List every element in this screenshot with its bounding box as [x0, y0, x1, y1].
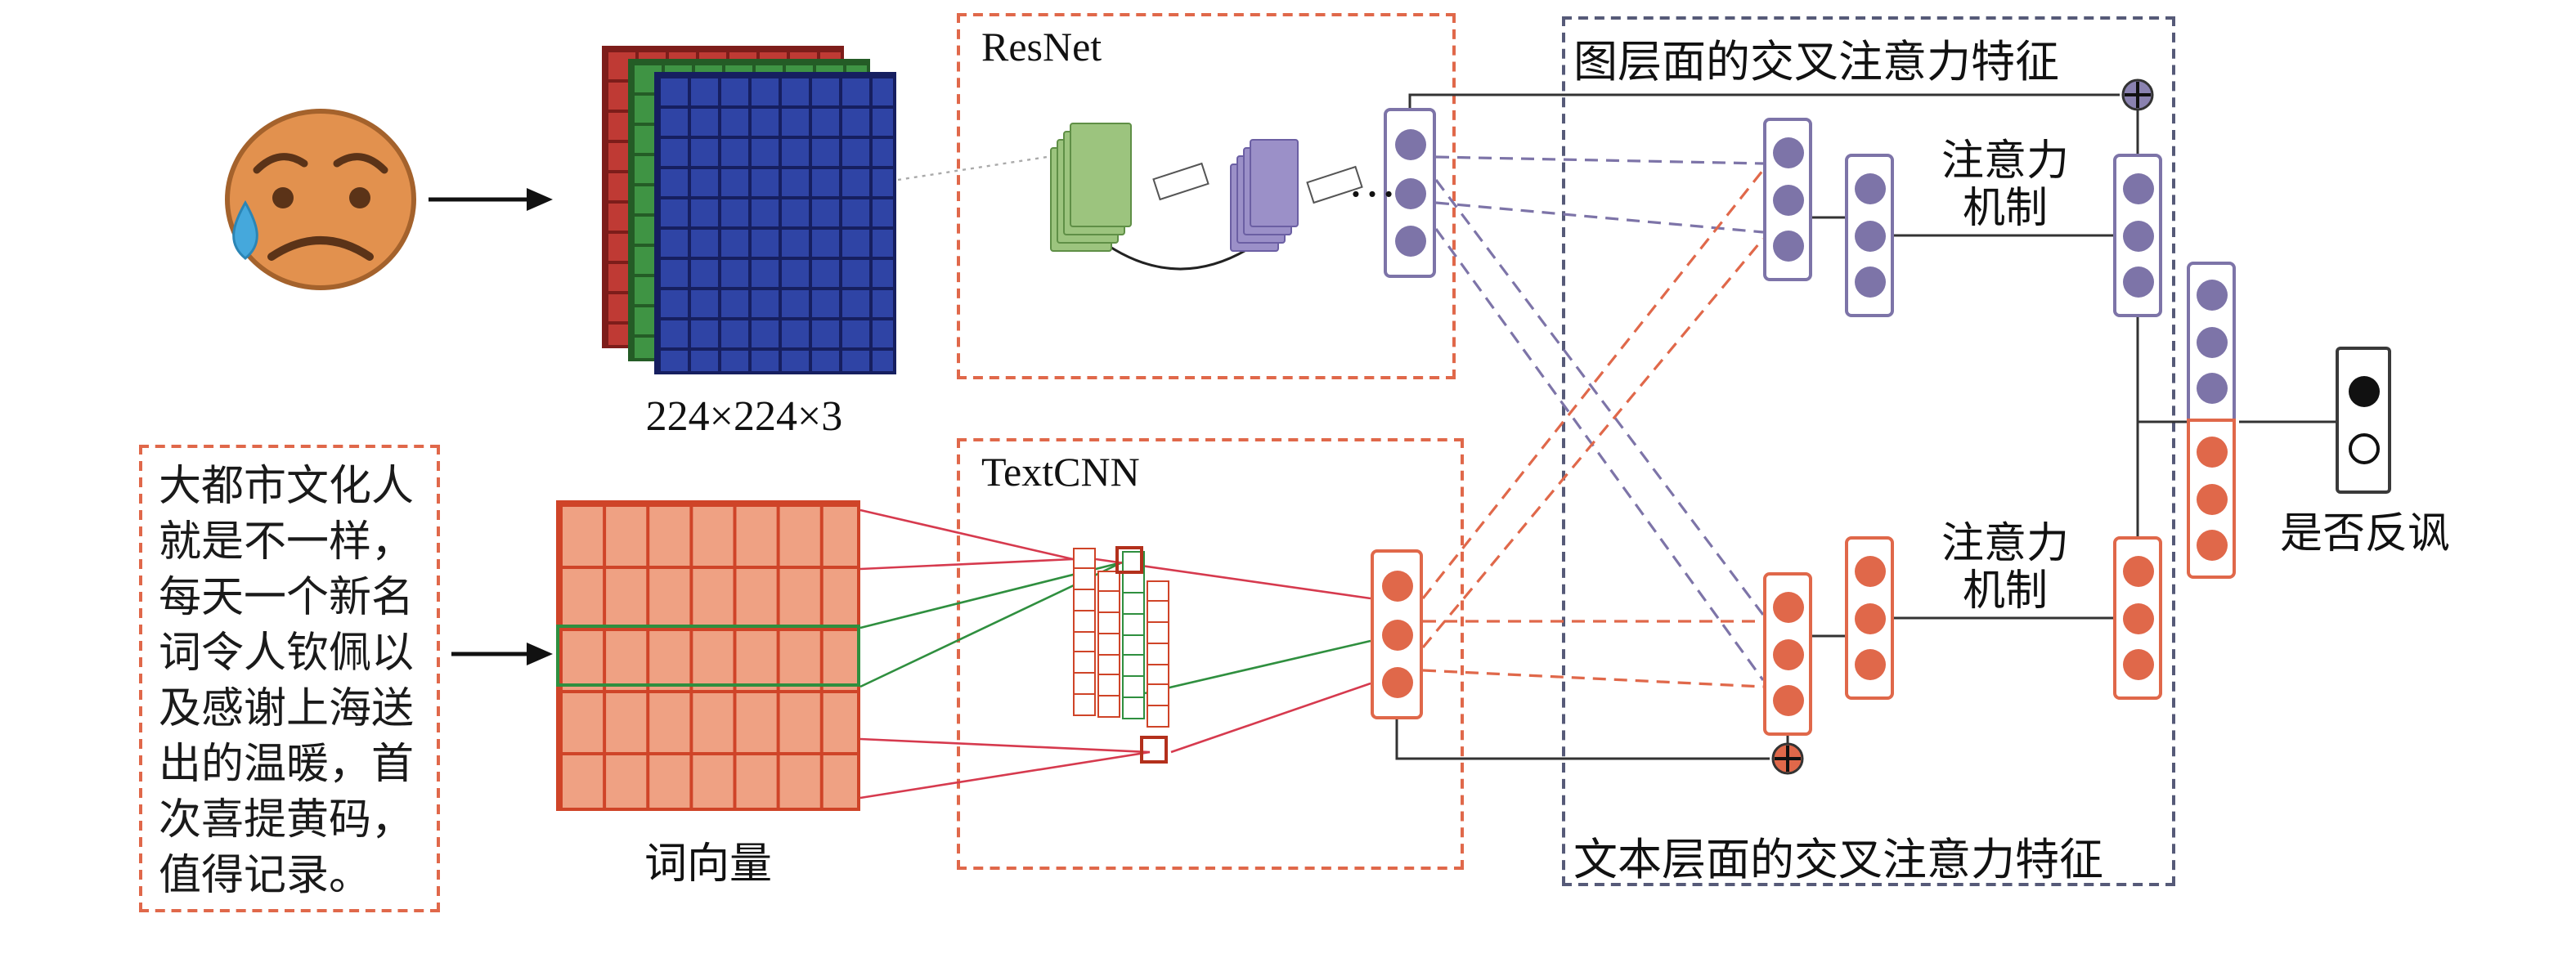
conv-kernel-cell — [1115, 546, 1143, 574]
feature-dot — [1854, 649, 1885, 681]
attention-label-text: 注意力 机制 — [1927, 520, 2084, 615]
image-attended-vector — [1845, 154, 1894, 317]
feature-dot — [2122, 555, 2153, 587]
resnet-title: ResNet — [981, 26, 1102, 70]
attention-label-line2: 机制 — [1962, 185, 2048, 232]
attention-label-line1: 注意力 — [1941, 520, 2069, 567]
conv-feature-column — [1097, 570, 1120, 718]
word-embedding-grid — [556, 500, 860, 811]
conv-layer — [1070, 123, 1132, 227]
feature-dot — [1854, 172, 1885, 204]
feature-dot — [1381, 667, 1412, 699]
text-line: 值得记录。 — [159, 852, 372, 899]
output-positive-dot — [2348, 376, 2379, 407]
feature-dot — [1772, 591, 1803, 623]
image-size-label: 224×224×3 — [645, 392, 843, 440]
feature-dot — [2196, 280, 2227, 311]
feature-dot — [1772, 231, 1803, 262]
rgb-channel-blue — [654, 72, 896, 374]
feature-dot — [2122, 172, 2153, 204]
crying-face-emoji — [225, 109, 416, 290]
conv-feature-column — [1147, 580, 1169, 728]
feature-dot — [1772, 638, 1803, 670]
text-attention-output-vector — [2113, 536, 2162, 700]
feature-dot — [2122, 649, 2153, 681]
feature-dot — [2122, 267, 2153, 298]
feature-dot — [1854, 555, 1885, 587]
attention-label-line1: 注意力 — [1941, 137, 2069, 185]
text-input-arrow — [451, 643, 553, 665]
feature-dot — [2196, 326, 2227, 357]
text-line: 及感谢上海送 — [159, 685, 415, 732]
conv-feature-column — [1073, 547, 1096, 716]
output-label: 是否反讽 — [2279, 510, 2450, 558]
feature-dot — [2196, 437, 2227, 468]
text-line: 每天一个新名 — [159, 574, 415, 621]
tear-drop-icon — [232, 199, 258, 260]
image-crossattn-label: 图层面的交叉注意力特征 — [1573, 38, 2059, 87]
text-crossattn-label: 文本层面的交叉注意力特征 — [1573, 835, 2103, 885]
feature-dot — [1381, 619, 1412, 650]
feature-dot — [2196, 529, 2227, 561]
conv-kernel-cell — [1140, 736, 1168, 764]
output-negative-dot — [2348, 433, 2379, 464]
feature-dot — [1394, 226, 1425, 258]
text-attended-vector — [1845, 536, 1894, 700]
feature-dot — [1854, 267, 1885, 298]
conv-feature-column-green — [1122, 550, 1145, 719]
text-input-box: 大都市文化人 就是不一样， 每天一个新名 词令人钦佩以 及感谢上海送 出的温暖，… — [139, 445, 440, 912]
feature-dot — [1772, 685, 1803, 717]
feature-dot — [1854, 220, 1885, 251]
image-attention-output-vector — [2113, 154, 2162, 317]
feature-dot — [2196, 372, 2227, 404]
resnet-ellipsis: … — [1348, 154, 1397, 208]
output-vector — [2336, 347, 2391, 494]
text-crossattn-vector — [1763, 572, 1812, 736]
feature-dot — [1772, 137, 1803, 168]
feature-dot — [1394, 128, 1425, 160]
image-input-arrow — [429, 188, 553, 211]
text-line: 就是不一样， — [159, 518, 415, 566]
attention-label-image: 注意力 机制 — [1927, 137, 2084, 232]
feature-dot — [1381, 570, 1412, 602]
conv-layer — [1250, 139, 1299, 227]
attention-label-line2: 机制 — [1962, 567, 2048, 615]
fused-vector-text-part — [2187, 419, 2236, 579]
image-crossattn-vector — [1763, 118, 1812, 281]
text-line: 出的温暖，首 — [159, 741, 415, 788]
text-feature-vector — [1371, 549, 1423, 719]
feature-dot — [2196, 483, 2227, 514]
feature-dot — [2122, 220, 2153, 251]
textcnn-title: TextCNN — [981, 451, 1140, 495]
feature-dot — [1772, 184, 1803, 215]
word-vector-label: 词向量 — [644, 840, 772, 888]
word-embedding-highlight-row — [556, 625, 860, 687]
text-line: 次喜提黄码， — [159, 796, 415, 844]
text-line: 大都市文化人 — [159, 463, 415, 510]
text-line: 词令人钦佩以 — [159, 629, 415, 677]
feature-dot — [1394, 177, 1425, 208]
fused-vector-image-part — [2187, 262, 2236, 422]
feature-dot — [2122, 602, 2153, 634]
feature-dot — [1854, 602, 1885, 634]
